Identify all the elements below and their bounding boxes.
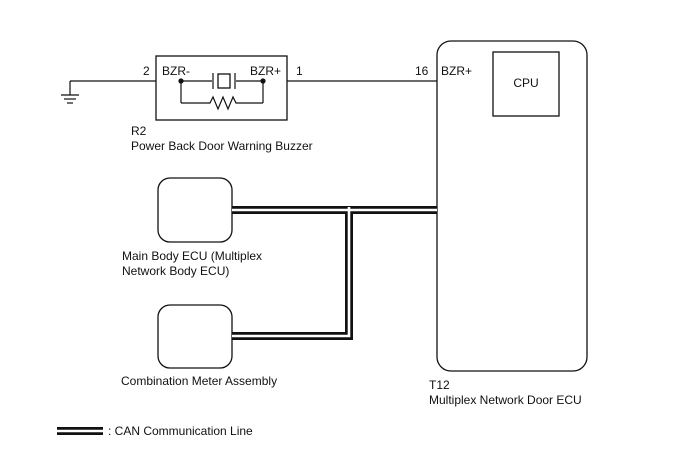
legend-can-line-label: : CAN Communication Line (108, 424, 253, 438)
buzzer-right-terminal: BZR+ (250, 64, 281, 78)
buzzer-right-pin: 1 (296, 64, 303, 78)
can-bus (232, 206, 437, 340)
cpu-box (492, 51, 560, 117)
combination-meter-name: Combination Meter Assembly (121, 374, 277, 388)
door-ecu-name: Multiplex Network Door ECU (429, 393, 582, 407)
buzzer-element-icon (217, 73, 231, 89)
combination-meter-box (157, 304, 233, 369)
buzzer-ref: R2 (131, 124, 147, 138)
buzzer-left-terminal: BZR- (162, 64, 190, 78)
ground-icon (61, 81, 79, 104)
door-ecu-ref: T12 (429, 378, 450, 392)
buzzer-left-pin: 2 (143, 64, 150, 78)
main-body-ecu-box (157, 177, 233, 243)
main-body-ecu-name-line1: Main Body ECU (Multiplex (122, 249, 262, 263)
resistor-icon (181, 95, 263, 111)
main-body-ecu-name-line2: Network Body ECU) (122, 264, 229, 278)
cpu-label: CPU (513, 76, 538, 90)
buzzer-component (155, 55, 288, 121)
door-ecu-terminal: BZR+ (441, 64, 472, 78)
door-ecu-pin: 16 (415, 64, 429, 78)
buzzer-name: Power Back Door Warning Buzzer (131, 139, 313, 153)
